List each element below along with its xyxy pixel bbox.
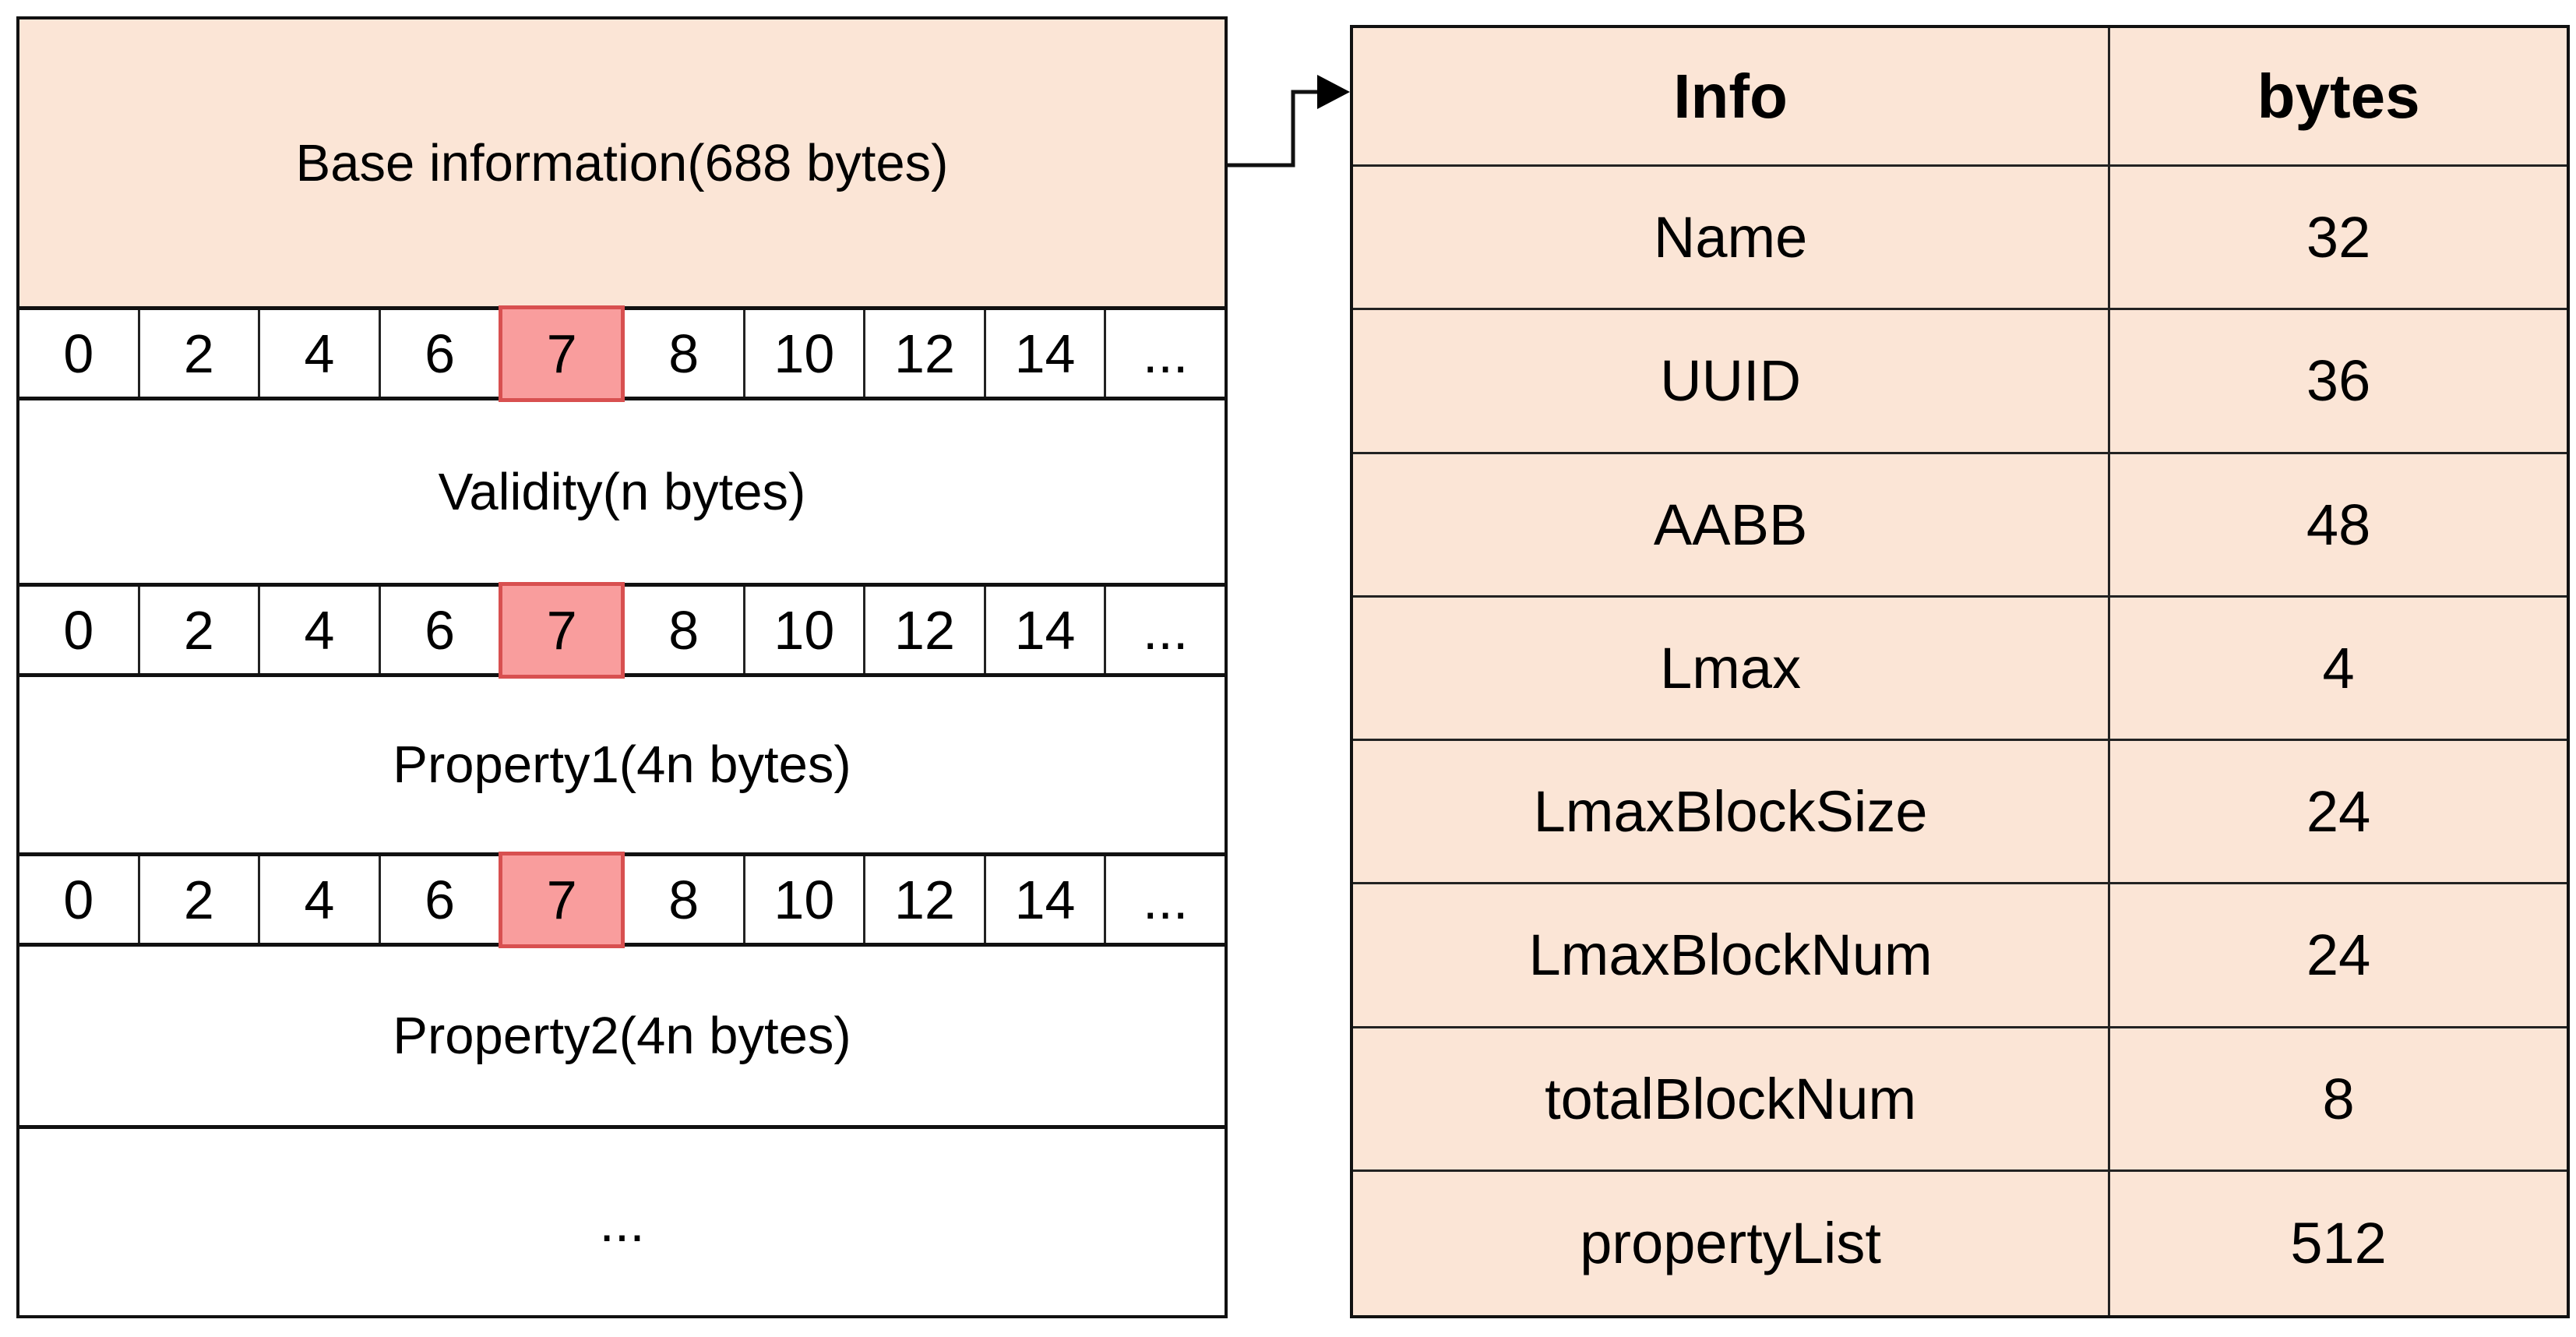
byte-cell: ... xyxy=(1104,310,1225,397)
section-property2: Property2(4n bytes) xyxy=(19,947,1225,1129)
byte-cell: 6 xyxy=(378,856,499,943)
section-property2-label: Property2(4n bytes) xyxy=(393,1007,851,1065)
table-cell-bytes: 512 xyxy=(2290,1211,2387,1276)
byte-cell-highlighted: 7 xyxy=(499,852,625,948)
byte-cell: 0 xyxy=(19,856,138,943)
byte-cell: 12 xyxy=(863,310,984,397)
byte-cell: ... xyxy=(1104,856,1225,943)
byte-cell: 2 xyxy=(137,310,259,397)
section-validity: Validity(n bytes) xyxy=(19,400,1225,587)
info-table-header-info: Info xyxy=(1353,28,2111,167)
byte-cell: 12 xyxy=(863,587,984,673)
table-cell-info: Lmax xyxy=(1353,597,2111,741)
byte-offset-row-3: 0 2 4 6 7 8 10 12 14 ... xyxy=(19,852,1225,948)
byte-cell: 2 xyxy=(137,856,259,943)
byte-cell: 4 xyxy=(258,310,379,397)
table-cell-bytes: 8 xyxy=(2110,1028,2567,1172)
table-cell-bytes: 48 xyxy=(2110,454,2567,598)
connector-arrow xyxy=(1228,75,1350,168)
table-cell-bytes: 24 xyxy=(2110,741,2567,885)
byte-cell-highlighted: 7 xyxy=(499,582,625,679)
byte-cell: 8 xyxy=(624,310,743,397)
byte-cell: 14 xyxy=(983,856,1105,943)
byte-cell: 10 xyxy=(742,856,864,943)
table-cell-info: LmaxBlockNum xyxy=(1353,884,2111,1028)
byte-cell: 6 xyxy=(378,310,499,397)
byte-cell: 2 xyxy=(137,587,259,673)
byte-cell: 4 xyxy=(258,587,379,673)
table-cell-info: propertyList xyxy=(1353,1171,2111,1315)
table-cell-bytes: 24 xyxy=(2110,884,2567,1028)
info-table: Info bytes Name 32 UUID 36 AABB 48 Lmax … xyxy=(1350,25,2570,1318)
byte-offset-row-1: 0 2 4 6 7 8 10 12 14 ... xyxy=(19,305,1225,402)
connector-elbow-line xyxy=(1228,90,1320,168)
section-validity-label: Validity(n bytes) xyxy=(438,462,806,521)
base-information-label: Base information(688 bytes) xyxy=(295,133,949,192)
connector-arrowhead-icon xyxy=(1317,75,1350,109)
section-ellipsis: ... xyxy=(19,1129,1225,1315)
table-cell-bytes: 36 xyxy=(2110,310,2567,454)
byte-cell: 10 xyxy=(742,587,864,673)
table-cell-info: totalBlockNum xyxy=(1353,1028,2111,1172)
info-table-header-bytes: bytes xyxy=(2110,28,2567,167)
table-cell-info: Name xyxy=(1353,167,2111,311)
section-property1: Property1(4n bytes) xyxy=(19,677,1225,856)
byte-cell: 14 xyxy=(983,310,1105,397)
table-cell-info: UUID xyxy=(1353,310,2111,454)
byte-cell: 0 xyxy=(19,587,138,673)
memory-layout-panel: Base information(688 bytes) 0 2 4 6 7 8 … xyxy=(16,16,1228,1318)
byte-cell: 12 xyxy=(863,856,984,943)
byte-cell: ... xyxy=(1104,587,1225,673)
byte-cell: 8 xyxy=(624,856,743,943)
byte-cell: 4 xyxy=(258,856,379,943)
byte-cell: 6 xyxy=(378,587,499,673)
table-cell-info: AABB xyxy=(1353,453,2111,598)
section-ellipsis-label: ... xyxy=(599,1191,645,1253)
byte-cell: 14 xyxy=(983,587,1105,673)
byte-offset-row-2: 0 2 4 6 7 8 10 12 14 ... xyxy=(19,582,1225,679)
byte-cell: 8 xyxy=(624,587,743,673)
base-information-block: Base information(688 bytes) xyxy=(19,19,1225,310)
table-cell-bytes: 4 xyxy=(2110,598,2567,741)
table-cell-info: LmaxBlockSize xyxy=(1353,741,2111,885)
section-property1-label: Property1(4n bytes) xyxy=(393,736,851,794)
byte-cell: 0 xyxy=(19,310,138,397)
byte-cell-highlighted: 7 xyxy=(499,305,625,402)
table-cell-bytes: 32 xyxy=(2110,167,2567,311)
byte-cell: 10 xyxy=(742,310,864,397)
